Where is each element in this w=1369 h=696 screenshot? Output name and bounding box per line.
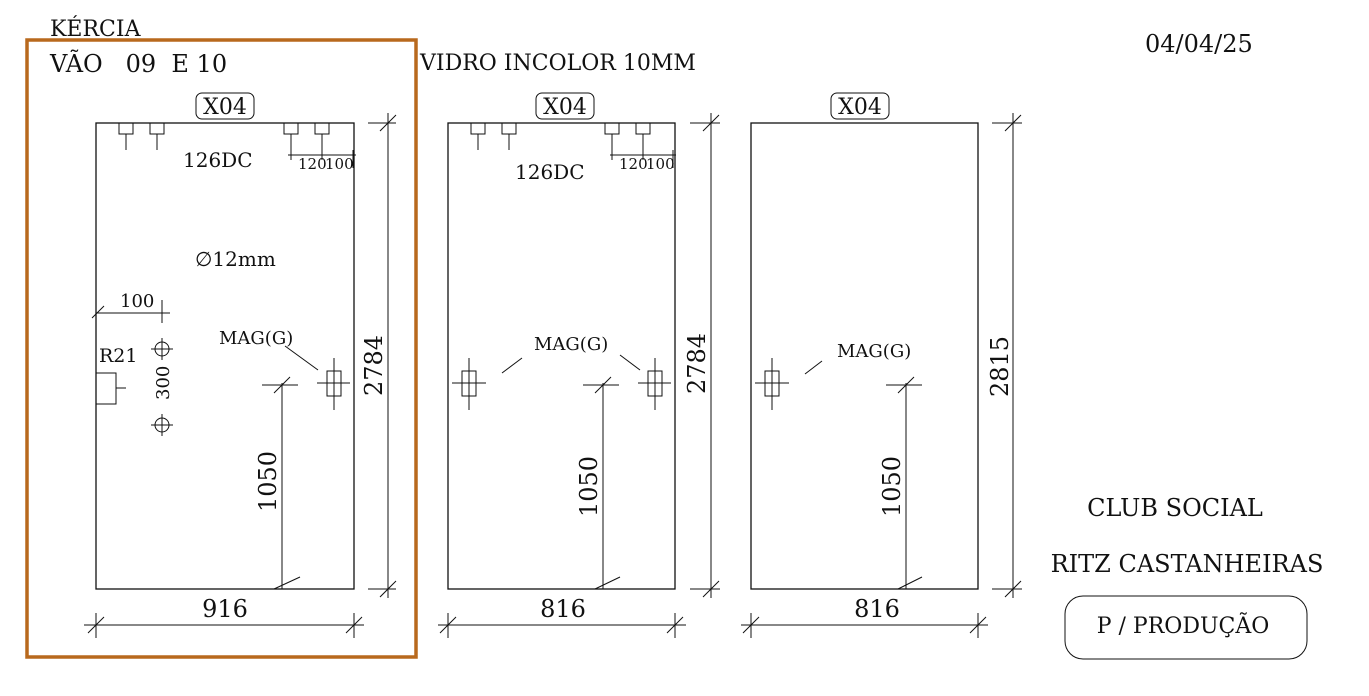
panel-width: 816 bbox=[854, 595, 900, 623]
project-line-1: CLUB SOCIAL bbox=[1087, 494, 1263, 522]
hardware-code: 126DC bbox=[515, 160, 585, 184]
status-stamp: P / PRODUÇÃO bbox=[1097, 611, 1270, 639]
selection-frame[interactable] bbox=[25, 38, 418, 659]
height-dimension bbox=[992, 113, 1022, 598]
magnetic-lock bbox=[317, 358, 350, 410]
panel-tag-box bbox=[830, 92, 890, 120]
panel-width: 816 bbox=[540, 595, 586, 623]
panel-tag-box bbox=[195, 92, 255, 120]
lock-label: MAG(G) bbox=[837, 341, 911, 362]
glass-outline bbox=[447, 122, 676, 590]
lock-height-dimension bbox=[886, 376, 923, 590]
lock-height-dimension bbox=[262, 376, 301, 590]
panel-height: 2784 bbox=[360, 335, 388, 396]
magnetic-lock bbox=[755, 358, 789, 410]
glass-outline bbox=[95, 122, 355, 590]
hole-dim-a: 120 bbox=[619, 155, 648, 173]
panel-1: X04 126DC 120 100 ∅12mm 100 R21 bbox=[84, 92, 397, 638]
panel-tag: X04 bbox=[203, 95, 247, 120]
status-stamp-box[interactable] bbox=[1064, 595, 1308, 660]
lock-height-dimension bbox=[583, 376, 621, 590]
panel-width: 916 bbox=[202, 595, 248, 623]
radius-label: R21 bbox=[99, 345, 137, 367]
panel-tag-box bbox=[535, 92, 595, 120]
hole-dim-b: 100 bbox=[646, 155, 675, 173]
magnetic-lock-left bbox=[452, 358, 486, 410]
glass-outline bbox=[750, 122, 979, 590]
height-dimension bbox=[368, 113, 397, 598]
lock-height: 1050 bbox=[575, 456, 603, 517]
panel-2: X04 126DC 120 100 MAG(G) bbox=[438, 92, 720, 638]
width-dimension bbox=[438, 613, 686, 638]
width-dimension bbox=[741, 613, 988, 638]
panel-height: 2784 bbox=[683, 333, 711, 394]
edge-offset-dimension bbox=[91, 300, 170, 323]
height-dimension bbox=[690, 113, 720, 598]
panel-3: X04 MAG(G) 1050 2815 bbox=[741, 92, 1022, 638]
hole-dim-a: 120 bbox=[298, 155, 327, 173]
panel-tag: X04 bbox=[543, 95, 587, 120]
panel-height: 2815 bbox=[986, 336, 1014, 397]
lock-label: MAG(G) bbox=[534, 334, 608, 355]
magnetic-lock-right bbox=[638, 358, 671, 410]
drawing-date: 04/04/25 bbox=[1145, 30, 1253, 58]
hole-diameter: ∅12mm bbox=[195, 247, 276, 271]
top-hinge-holes bbox=[470, 122, 676, 168]
hole-spacing: 300 bbox=[153, 366, 174, 400]
radius-notch bbox=[96, 372, 126, 405]
panel-tag: X04 bbox=[838, 95, 882, 120]
lock-height: 1050 bbox=[254, 451, 282, 512]
lock-label: MAG(G) bbox=[219, 328, 293, 349]
hardware-code: 126DC bbox=[183, 148, 253, 172]
lock-height: 1050 bbox=[878, 456, 906, 517]
span-label: VÃO 09 E 10 bbox=[49, 49, 227, 78]
hole-markers bbox=[151, 338, 173, 436]
edge-offset: 100 bbox=[120, 291, 154, 312]
glass-spec: VIDRO INCOLOR 10MM bbox=[419, 51, 696, 76]
width-dimension bbox=[84, 613, 364, 638]
client-name: KÉRCIA bbox=[50, 15, 142, 42]
hole-dim-b: 100 bbox=[325, 155, 354, 173]
top-hinge-holes bbox=[118, 122, 356, 168]
project-line-2: RITZ CASTANHEIRAS bbox=[1051, 550, 1324, 578]
